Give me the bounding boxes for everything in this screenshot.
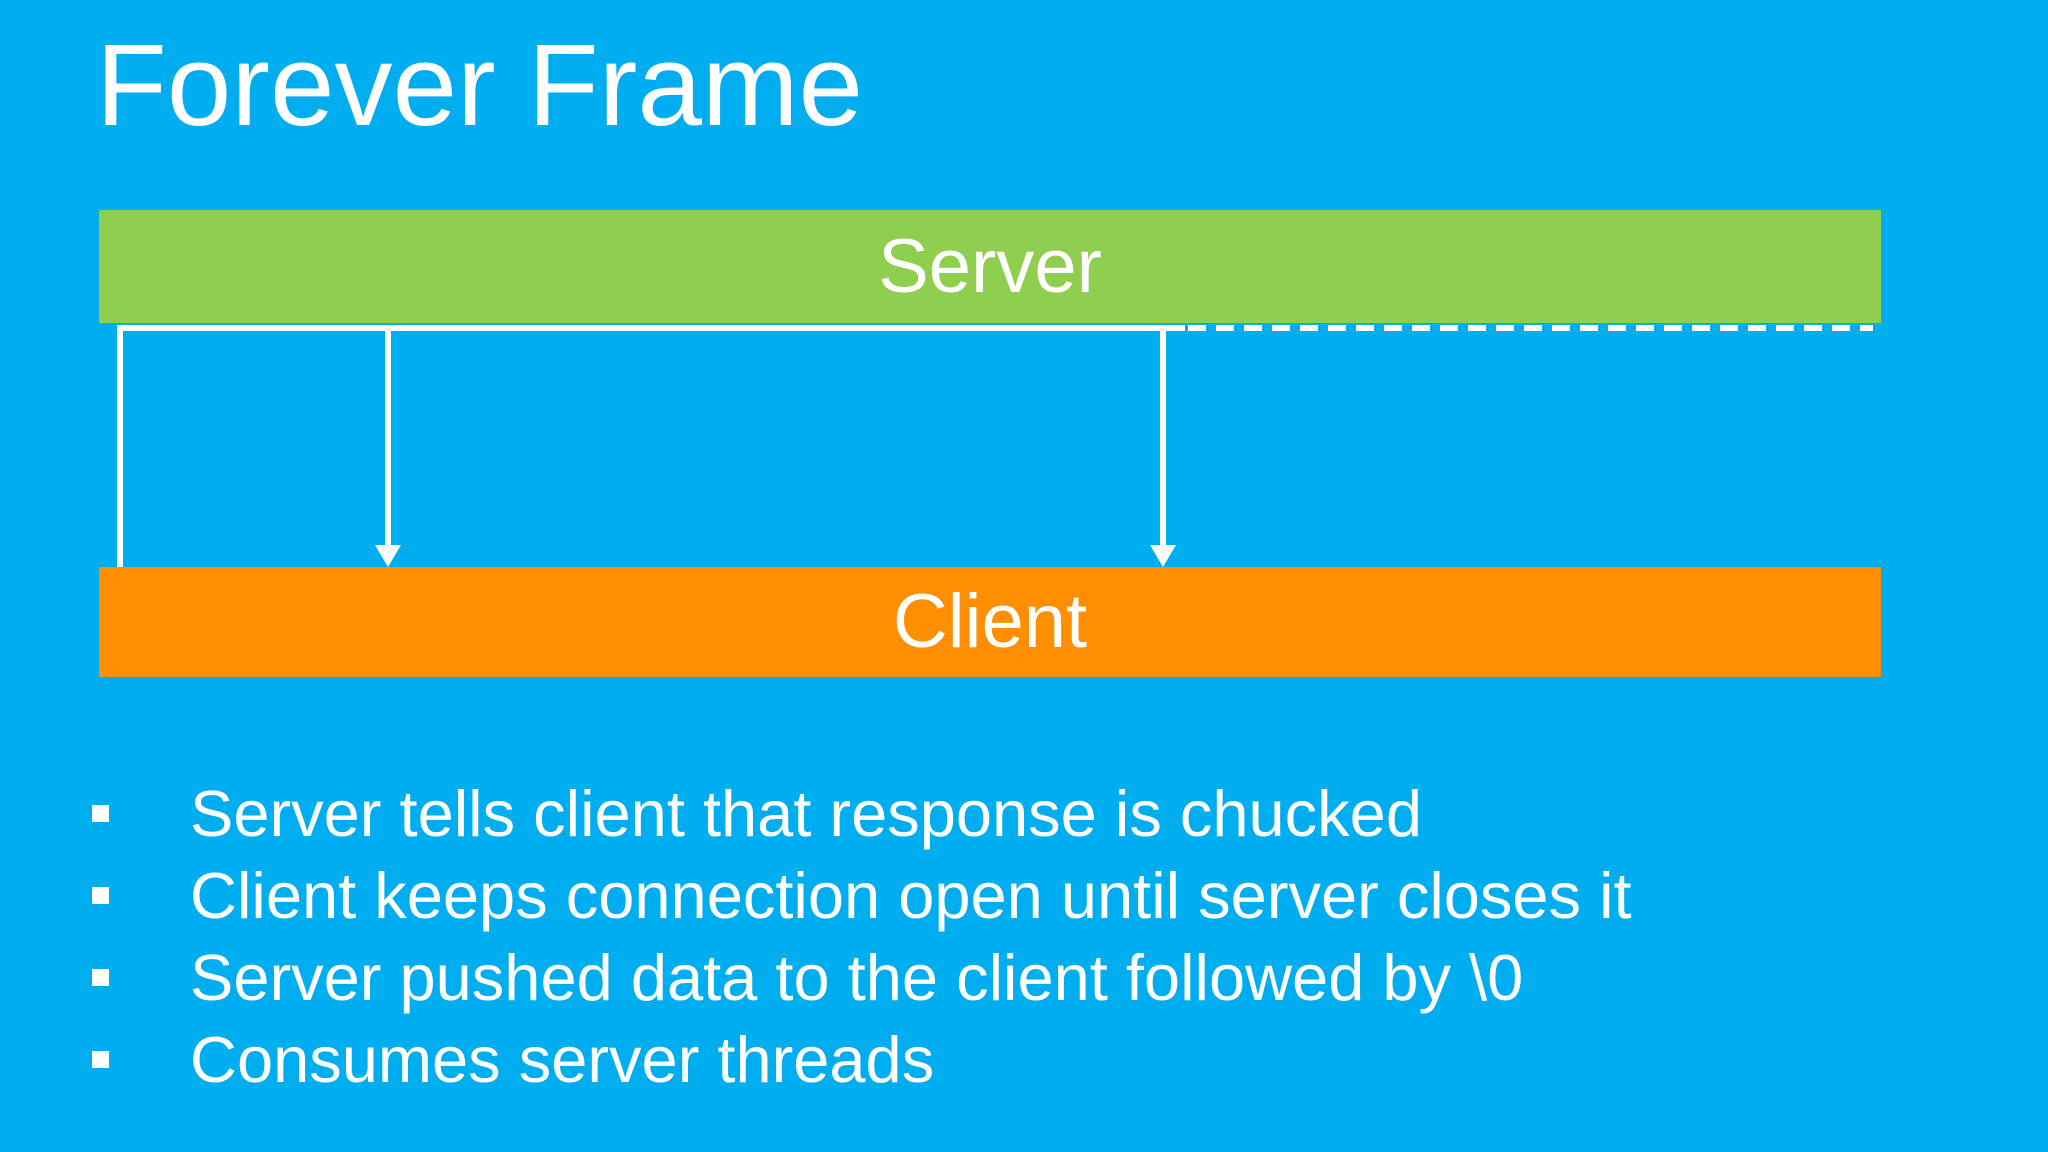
connector-vertical-line-1: [117, 325, 123, 567]
bullet-square-icon: [92, 1050, 109, 1068]
arrow-down-icon: [1150, 545, 1176, 567]
bullet-list: Server tells client that response is chu…: [92, 772, 1632, 1100]
bullet-text: Server tells client that response is chu…: [190, 776, 1422, 850]
connector-vertical-line-3: [1160, 325, 1166, 547]
bullet-text: Server pushed data to the client followe…: [190, 940, 1524, 1014]
server-bar: Server: [99, 210, 1881, 323]
bullet-item: Consumes server threads: [92, 1018, 1632, 1100]
bullet-item: Server tells client that response is chu…: [92, 772, 1632, 854]
bullet-square-icon: [92, 804, 109, 822]
connector-horizontal-dashed-line: [1188, 325, 1873, 331]
server-bar-label: Server: [878, 223, 1102, 309]
bullet-text: Client keeps connection open until serve…: [190, 858, 1632, 932]
bullet-text: Consumes server threads: [190, 1022, 935, 1096]
arrow-down-icon: [375, 545, 401, 567]
connector-vertical-line-2: [385, 325, 391, 547]
bullet-item: Server pushed data to the client followe…: [92, 936, 1632, 1018]
client-bar: Client: [99, 567, 1881, 677]
page-title: Forever Frame: [96, 20, 864, 150]
bullet-item: Client keeps connection open until serve…: [92, 854, 1632, 936]
bullet-square-icon: [92, 968, 109, 986]
client-bar-label: Client: [892, 579, 1088, 664]
connector-horizontal-solid-line: [117, 325, 1185, 331]
bullet-square-icon: [92, 886, 109, 904]
